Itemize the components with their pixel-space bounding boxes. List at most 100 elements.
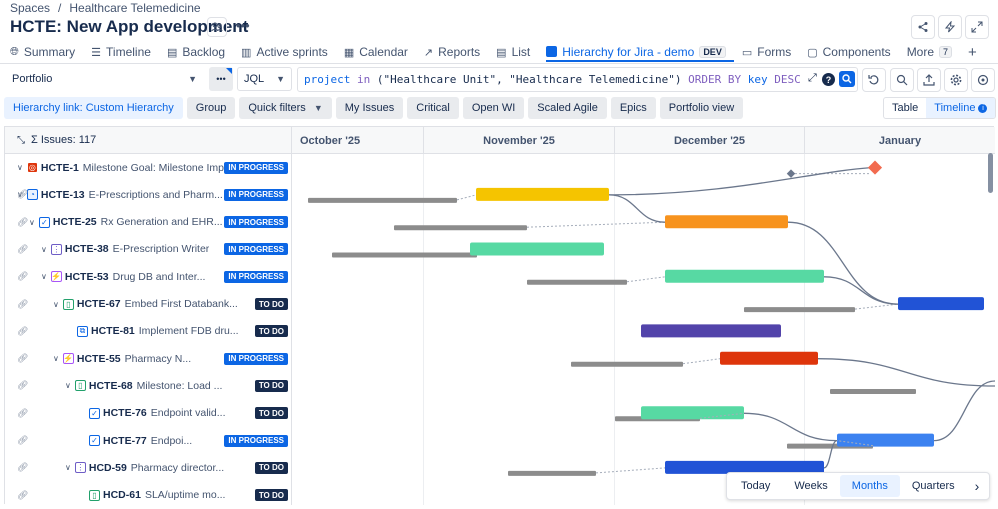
chevron-down-icon[interactable]: ∨ <box>29 217 35 227</box>
issue-key[interactable]: HCTE-77 <box>103 434 147 447</box>
tab-calendar[interactable]: ▦Calendar <box>344 43 416 61</box>
link-icon[interactable]: 🔗︎ <box>17 298 29 309</box>
chevron-down-icon[interactable]: ∨ <box>65 463 71 473</box>
tab-active-sprints[interactable]: ▥Active sprints <box>241 43 336 61</box>
tab-list[interactable]: ▤List <box>496 43 538 61</box>
issue-key[interactable]: HCTE-76 <box>103 407 147 420</box>
quick-filters-dropdown[interactable]: Quick filters▼ <box>239 97 332 119</box>
query-mode-select[interactable]: JQL▼ <box>237 67 292 91</box>
status-badge[interactable]: IN PROGRESS <box>224 243 288 256</box>
timeline-bar[interactable] <box>470 242 604 256</box>
search-button[interactable] <box>839 71 855 87</box>
link-icon[interactable]: 🔗︎ <box>17 271 29 282</box>
tab-timeline[interactable]: ☰Timeline <box>91 43 159 61</box>
baseline-bar[interactable] <box>508 470 596 476</box>
baseline-bar[interactable] <box>332 252 477 258</box>
tab-reports[interactable]: ↗Reports <box>424 43 488 61</box>
breadcrumb-spaces[interactable]: Spaces <box>10 1 51 15</box>
portfolio-select[interactable]: Portfolio▼ <box>4 67 205 91</box>
baseline-bar[interactable] <box>744 307 855 313</box>
chevron-down-icon[interactable]: ∨ <box>17 190 23 200</box>
chevron-down-icon[interactable]: ∨ <box>65 381 71 391</box>
status-badge[interactable]: TO DO <box>254 379 288 392</box>
status-badge[interactable]: IN PROGRESS <box>224 188 288 201</box>
timeline-bar[interactable] <box>898 297 984 311</box>
baseline-bar[interactable] <box>308 197 457 203</box>
timeline-bar[interactable] <box>641 324 781 338</box>
issue-key[interactable]: HCD-61 <box>103 489 141 502</box>
team-icon[interactable] <box>207 17 227 37</box>
chevron-down-icon[interactable]: ∨ <box>53 299 59 309</box>
chevron-down-icon[interactable]: ∨ <box>41 244 47 254</box>
settings-icon[interactable] <box>944 68 968 92</box>
link-icon[interactable]: 🔗︎ <box>17 189 29 200</box>
jql-input[interactable]: project in ("Healthcare Unit", "Healthca… <box>297 67 858 92</box>
chevron-down-icon[interactable]: ∨ <box>41 272 47 282</box>
find-icon[interactable] <box>890 68 914 92</box>
hierarchy-link-filter[interactable]: Hierarchy link: Custom Hierarchy <box>4 97 183 119</box>
timeline-bar[interactable] <box>720 351 818 365</box>
issue-key[interactable]: HCTE-68 <box>88 379 133 392</box>
timeline-bar[interactable] <box>641 406 744 420</box>
status-badge[interactable]: TO DO <box>254 489 288 502</box>
link-icon[interactable]: 🔗︎ <box>17 243 29 254</box>
status-badge[interactable]: IN PROGRESS <box>224 216 288 229</box>
today-button[interactable]: Today <box>741 480 771 492</box>
link-icon[interactable]: 🔗︎ <box>17 380 29 391</box>
tab-components[interactable]: ▢Components <box>807 43 898 61</box>
integrations-icon[interactable] <box>971 68 995 92</box>
quarters-button[interactable]: Quarters <box>911 480 955 492</box>
issue-key[interactable]: HCD-59 <box>88 461 127 474</box>
timeline-bar[interactable] <box>665 460 824 474</box>
status-badge[interactable]: TO DO <box>254 325 288 338</box>
share-icon[interactable] <box>911 15 935 39</box>
issue-key[interactable]: HCTE-13 <box>40 188 85 201</box>
lightning-icon[interactable] <box>938 15 962 39</box>
chevron-down-icon[interactable]: ∨ <box>17 163 23 172</box>
help-icon[interactable]: ? <box>822 73 835 86</box>
link-icon[interactable]: 🔗︎ <box>17 462 29 473</box>
timeline-bar[interactable] <box>665 215 788 229</box>
baseline-bar[interactable] <box>571 361 683 367</box>
baseline-bar[interactable] <box>394 225 527 231</box>
months-button[interactable]: Months <box>839 475 900 497</box>
add-tab-icon[interactable]: + <box>968 43 977 61</box>
status-badge[interactable]: TO DO <box>254 461 288 474</box>
status-badge[interactable]: IN PROGRESS <box>224 434 288 447</box>
status-badge[interactable]: IN PROGRESS <box>224 352 288 365</box>
tab-backlog[interactable]: ▤Backlog <box>167 43 233 61</box>
link-icon[interactable]: 🔗︎ <box>17 216 29 227</box>
issue-key[interactable]: HCTE-1 <box>40 161 79 174</box>
portfolio-view-filter[interactable]: Portfolio view <box>659 97 744 119</box>
export-icon[interactable] <box>917 68 941 92</box>
scaled-agile-filter[interactable]: Scaled Agile <box>528 97 607 119</box>
collapse-all-icon[interactable]: ⤡ <box>17 134 25 146</box>
expand-query-icon[interactable]: ⤢ <box>808 72 817 84</box>
link-icon[interactable]: 🔗︎ <box>17 353 29 364</box>
chevron-down-icon[interactable]: ∨ <box>53 354 59 364</box>
link-icon[interactable]: 🔗︎ <box>17 435 29 445</box>
issue-key[interactable]: HCTE-25 <box>52 216 97 229</box>
tab-summary[interactable]: 🌐︎Summary <box>10 43 83 61</box>
weeks-button[interactable]: Weeks <box>794 480 828 492</box>
open-wi-filter[interactable]: Open WI <box>462 97 525 119</box>
tab-forms[interactable]: ▭Forms <box>742 43 799 61</box>
group-filter[interactable]: Group <box>186 97 236 119</box>
my-issues-filter[interactable]: My Issues <box>335 97 404 119</box>
issue-key[interactable]: HCTE-53 <box>64 270 109 283</box>
link-icon[interactable]: 🔗︎ <box>17 325 29 336</box>
status-badge[interactable]: IN PROGRESS <box>224 161 288 174</box>
more-actions-icon[interactable]: ••• <box>236 18 250 33</box>
